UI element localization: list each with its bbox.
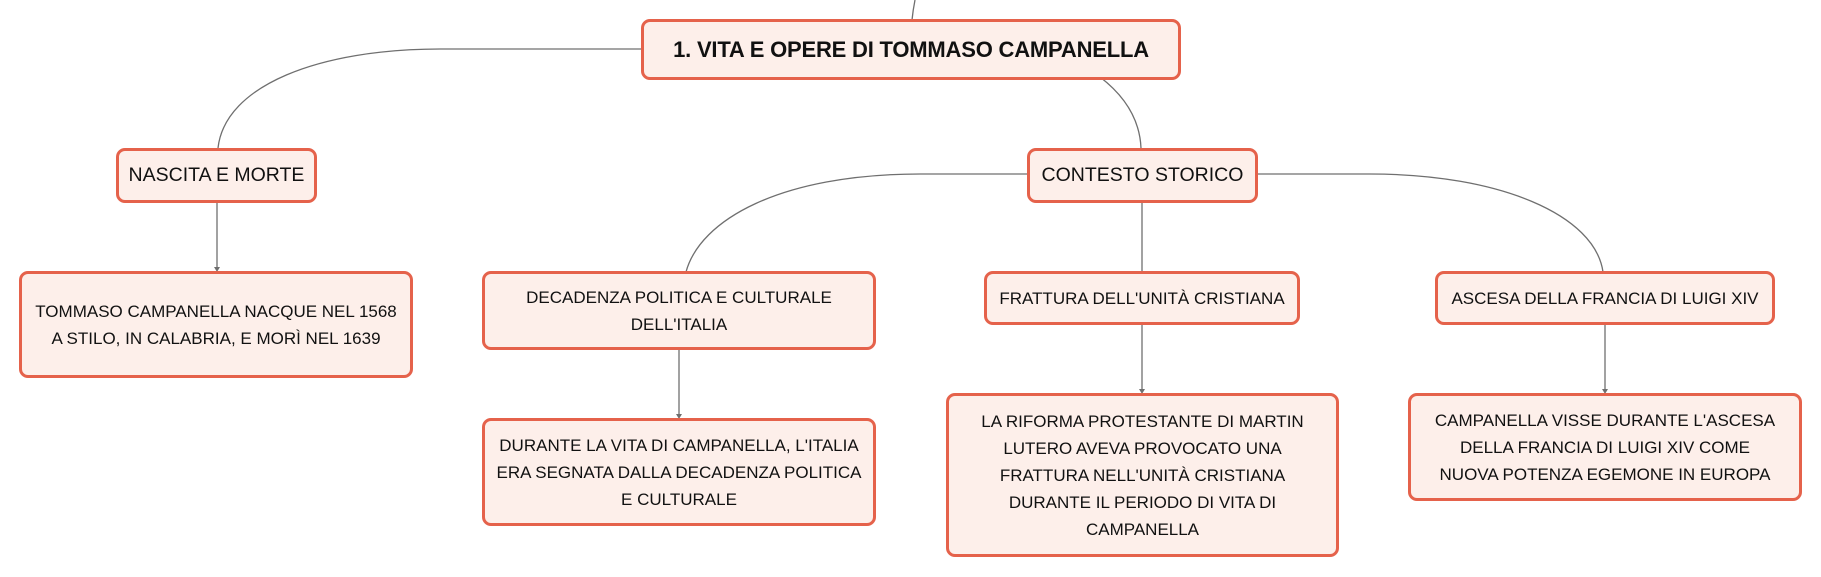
node-frattura-detail-text: LA RIFORMA PROTESTANTE DI MARTIN LUTERO … <box>981 411 1304 539</box>
node-frattura[interactable]: FRATTURA DELL'UNITÀ CRISTIANA <box>984 271 1300 325</box>
node-contesto-storico[interactable]: CONTESTO STORICO <box>1027 148 1258 203</box>
arrowhead-frattura-detail <box>1139 389 1145 394</box>
node-ascesa[interactable]: ASCESA DELLA FRANCIA DI LUIGI XIV <box>1435 271 1775 325</box>
node-contesto-label: CONTESTO STORICO <box>1041 164 1244 186</box>
arrowhead-ascesa-detail <box>1602 389 1608 394</box>
root-node[interactable]: 1. VITA E OPERE DI TOMMASO CAMPANELLA <box>641 19 1181 80</box>
node-nascita-e-morte[interactable]: NASCITA E MORTE <box>116 148 317 203</box>
node-decadenza-label: DECADENZA POLITICA E CULTURALE DELL'ITAL… <box>526 287 832 334</box>
node-ascesa-detail-text: CAMPANELLA VISSE DURANTE L'ASCESA DELLA … <box>1434 410 1776 484</box>
node-decadenza-detail-text: DURANTE LA VITA DI CAMPANELLA, L'ITALIA … <box>496 435 862 509</box>
connector-root-nascita <box>217 48 642 149</box>
node-decadenza-detail[interactable]: DURANTE LA VITA DI CAMPANELLA, L'ITALIA … <box>482 418 876 526</box>
arrowhead-decadenza-detail <box>676 414 682 419</box>
connector-contesto-decadenza <box>685 173 1028 273</box>
connector-contesto-ascesa <box>1257 173 1604 273</box>
node-frattura-label: FRATTURA DELL'UNITÀ CRISTIANA <box>999 288 1285 308</box>
node-frattura-detail[interactable]: LA RIFORMA PROTESTANTE DI MARTIN LUTERO … <box>946 393 1339 557</box>
arrowhead-nascita-detail <box>214 267 220 272</box>
connector-root-parent <box>911 0 916 21</box>
node-nascita-detail[interactable]: TOMMASO CAMPANELLA NACQUE NEL 1568 A STI… <box>19 271 413 378</box>
node-decadenza[interactable]: DECADENZA POLITICA E CULTURALE DELL'ITAL… <box>482 271 876 350</box>
root-node-label: 1. VITA E OPERE DI TOMMASO CAMPANELLA <box>673 37 1149 62</box>
node-ascesa-label: ASCESA DELLA FRANCIA DI LUIGI XIV <box>1451 288 1759 308</box>
node-nascita-detail-text: TOMMASO CAMPANELLA NACQUE NEL 1568 A STI… <box>35 301 397 348</box>
connector-root-contesto <box>1099 76 1142 149</box>
node-nascita-label: NASCITA E MORTE <box>128 164 305 186</box>
node-ascesa-detail[interactable]: CAMPANELLA VISSE DURANTE L'ASCESA DELLA … <box>1408 393 1802 501</box>
